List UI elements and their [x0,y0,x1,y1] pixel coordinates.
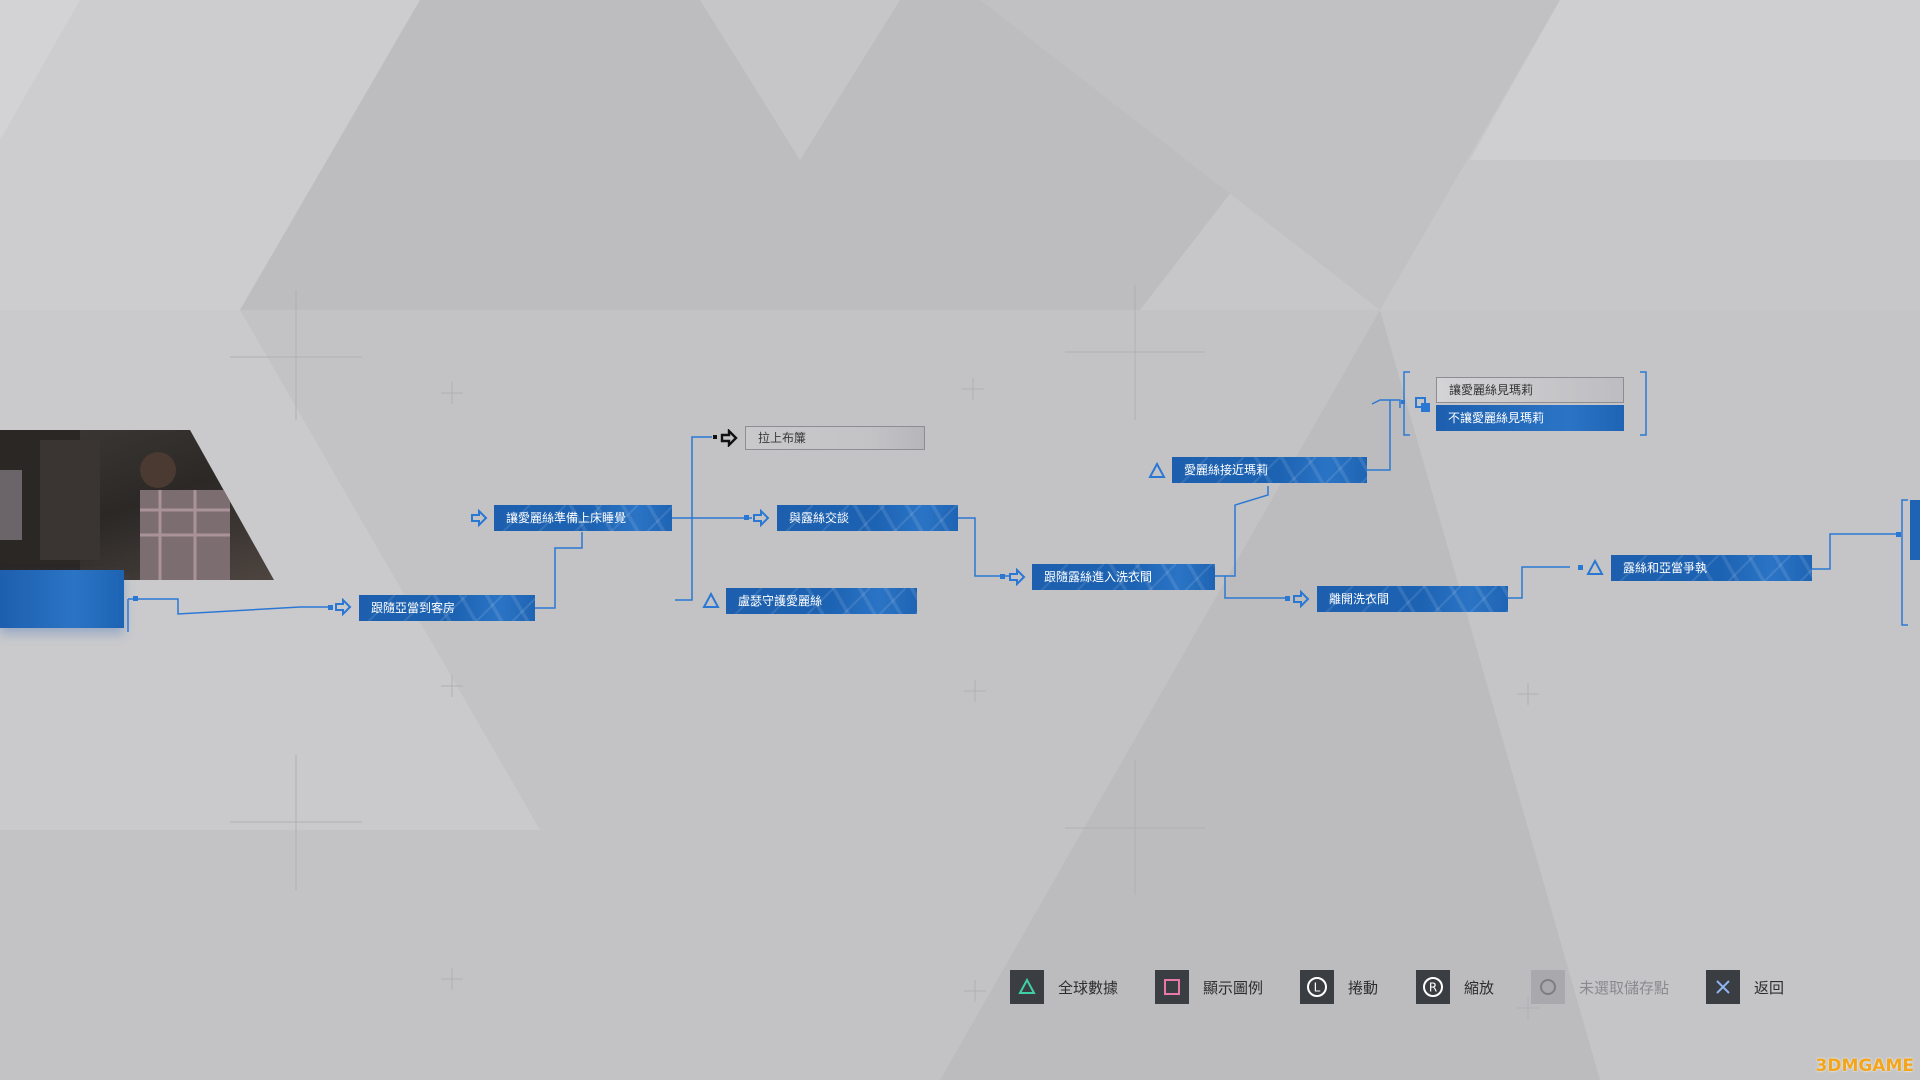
svg-text:L: L [1314,981,1321,995]
hint-no-checkpoint: 未選取儲存點 [1531,970,1669,1004]
node-draw-curtain-locked[interactable]: 拉上布簾 [745,426,925,450]
cross-button-icon [1706,970,1740,1004]
node-follow-ruth-laundry[interactable]: 跟隨露絲進入洗衣間 [1032,564,1216,590]
hint-label: 未選取儲存點 [1579,978,1670,997]
arrow-icon [335,598,352,616]
offscreen-node[interactable] [1910,500,1920,560]
triangle-button-icon [1010,970,1044,1004]
hint-scroll[interactable]: L 捲動 [1300,970,1378,1004]
arrow-icon [753,509,770,527]
hint-label: 捲動 [1348,978,1379,997]
choice-option-dont-let-alice-see-mary[interactable]: 不讓愛麗絲見瑪莉 [1436,405,1624,431]
triangle-icon [1148,462,1166,478]
node-luther-guards-alice[interactable]: 盧瑟守護愛麗絲 [726,588,918,614]
watermark: 3DMGAME [1815,1056,1915,1076]
node-follow-adam[interactable]: 跟隨亞當到客房 [359,595,536,621]
hint-show-legend[interactable]: 顯示圖例 [1155,970,1263,1004]
hint-label: 全球數據 [1058,978,1119,997]
right-stick-icon: R [1416,970,1450,1004]
node-prepare-alice-bed[interactable]: 讓愛麗絲準備上床睡覺 [494,505,673,531]
circle-button-icon [1531,970,1565,1004]
node-leave-laundry[interactable]: 離開洗衣間 [1317,586,1509,612]
arrow-icon [1293,590,1310,608]
square-button-icon [1155,970,1189,1004]
arrow-icon [720,429,738,447]
hint-global-stats[interactable]: 全球數據 [1010,970,1118,1004]
choice-option-let-alice-see-mary[interactable]: 讓愛麗絲見瑪莉 [1436,377,1624,403]
triangle-icon [702,592,720,608]
node-alice-approach-mary[interactable]: 愛麗絲接近瑪莉 [1172,457,1367,483]
hint-label: 返回 [1754,978,1785,997]
node-talk-ruth[interactable]: 與露絲交談 [777,505,959,531]
choice-group: 讓愛麗絲見瑪莉 不讓愛麗絲見瑪莉 [1436,377,1624,431]
left-stick-icon: L [1300,970,1334,1004]
chapter-node[interactable] [0,570,124,628]
node-ruth-adam-argue[interactable]: 露絲和亞當爭執 [1611,555,1813,581]
hint-zoom[interactable]: R 縮放 [1416,970,1494,1004]
hint-back[interactable]: 返回 [1706,970,1784,1004]
svg-text:R: R [1429,981,1437,995]
triangle-icon [1586,559,1604,575]
arrow-icon [471,509,488,527]
hint-label: 顯示圖例 [1203,978,1264,997]
hint-label: 縮放 [1464,978,1495,997]
character-silhouette [0,430,230,580]
choice-icon [1415,397,1430,412]
arrow-icon [1009,568,1026,586]
